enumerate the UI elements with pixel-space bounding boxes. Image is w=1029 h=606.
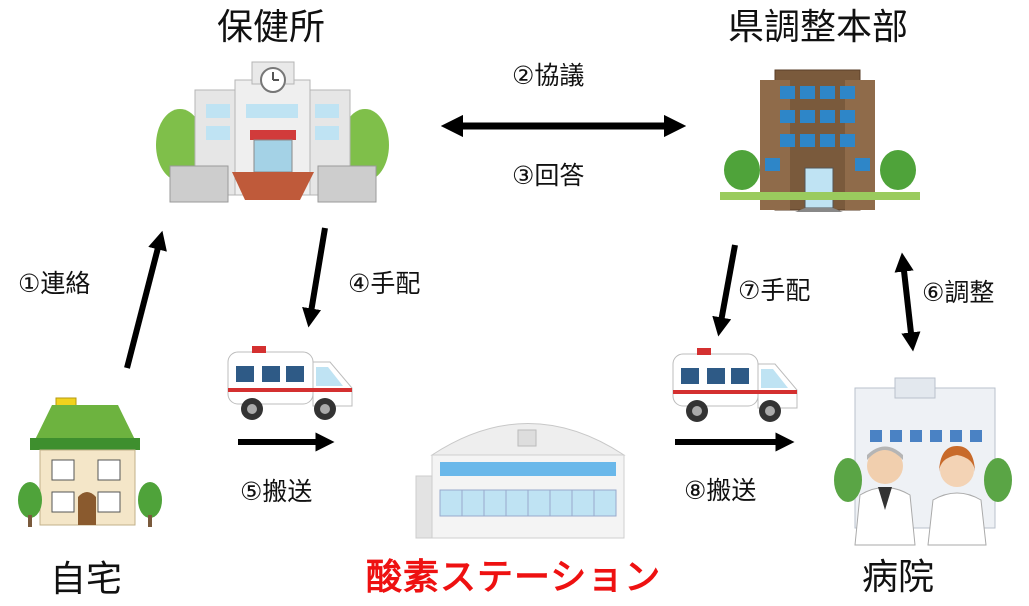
- step-5-label: ⑤搬送: [240, 477, 313, 506]
- health-center-label: 保健所: [217, 7, 326, 48]
- oxygen-station-building-icon: [415, 423, 626, 539]
- ambulance-icon: [672, 348, 798, 422]
- prefecture-hq-label: 県調整本部: [728, 7, 909, 48]
- step-6-label: ⑥調整: [922, 278, 995, 307]
- oxygen-station-label: 酸素ステーション: [366, 557, 662, 598]
- step-2-label: ②協議: [512, 61, 585, 90]
- step-1-label: ①連絡: [18, 269, 91, 298]
- nurse-icon: [927, 446, 987, 546]
- hospital-label: 病院: [862, 557, 935, 598]
- doctor-icon: [854, 446, 916, 546]
- step-4-label: ④手配: [348, 269, 421, 298]
- step-3-label: ③回答: [512, 161, 585, 190]
- prefecture-hq-building-icon: [720, 69, 920, 212]
- step-7-label: ⑦手配: [738, 276, 811, 305]
- arrow-step1: [124, 230, 167, 369]
- health-center-building-icon: [156, 61, 389, 203]
- step-8-label: ⑧搬送: [684, 476, 757, 505]
- arrow-step4: [302, 227, 328, 328]
- arrow-step7: [712, 244, 738, 337]
- arrow-step6: [894, 252, 921, 352]
- home-house-icon: [18, 397, 162, 527]
- home-label: 自宅: [50, 559, 123, 600]
- ambulance-icon: [227, 346, 353, 420]
